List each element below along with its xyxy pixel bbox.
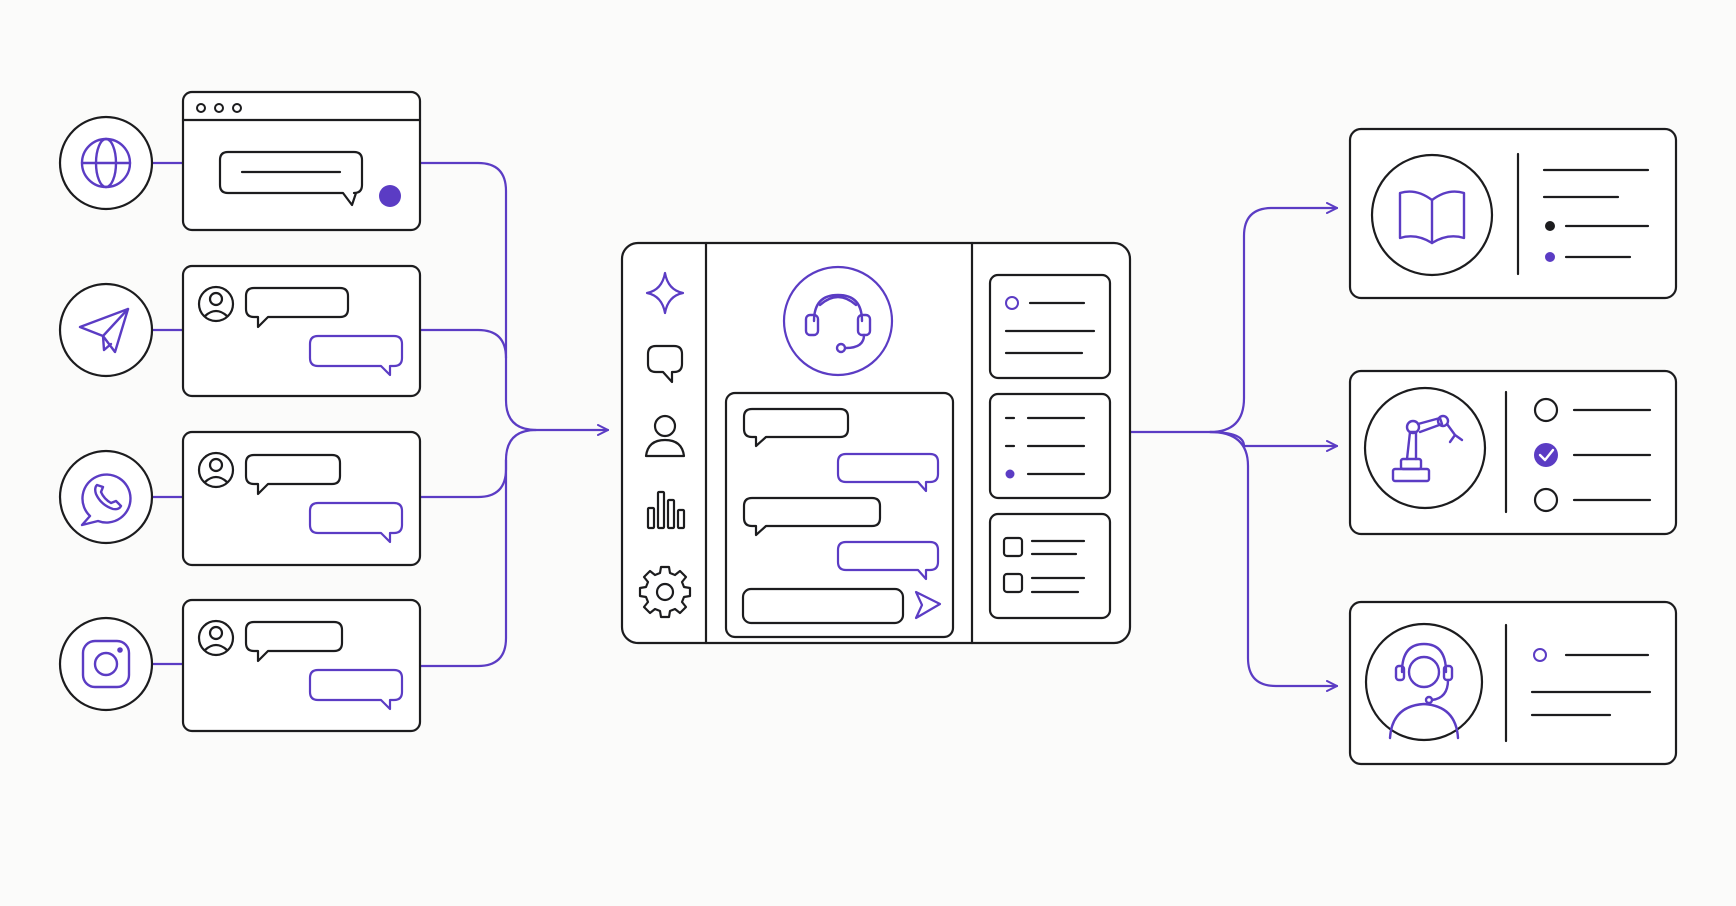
window-dot-icon [232,103,242,113]
send-icon[interactable] [914,590,942,620]
connector-web-to-hub [418,161,610,436]
bar-chart-icon[interactable] [646,490,686,530]
channel-icons [58,115,154,712]
whatsapp-phone-icon [80,473,132,527]
incoming-bubble-icon [244,620,344,663]
details-card-notes[interactable] [988,392,1112,500]
paper-plane-icon [78,307,130,354]
telegram-chat-card [181,264,422,398]
incoming-bubble-icon [244,453,342,496]
telegram-circle [58,282,154,378]
hub-conversation-panel [724,391,955,639]
incoming-bubble-icon [742,407,850,448]
human-agent-card [1348,600,1678,766]
incoming-bubble-icon [742,496,882,537]
connector-instagram-to-hub [418,458,508,668]
connector-hub-to-agent [1208,430,1339,692]
human-agent-icon [1388,642,1460,740]
bullet-dot-icon [1545,221,1555,231]
robot-arm-icon [1391,414,1464,483]
message-bubble-icon [218,150,364,207]
globe-channel [58,115,154,211]
avatar-icon [197,451,235,489]
checkbox-icon[interactable] [1002,572,1024,594]
connectors [151,161,1339,692]
whatsapp-circle [58,449,154,545]
open-book-icon [1398,190,1466,245]
window-dot-icon [214,103,224,113]
channel-cards [181,90,422,733]
globe-icon [80,137,132,189]
details-card-profile[interactable] [988,273,1112,380]
support-hub-window [620,241,1132,645]
avatar-icon [197,285,235,323]
whatsapp-channel [58,449,154,545]
gear-icon[interactable] [638,565,692,619]
outgoing-bubble-icon [836,452,940,493]
outgoing-bubble-icon [836,540,940,581]
chat-bubble-icon[interactable] [646,344,684,384]
chat-launcher-dot [379,185,401,207]
sparkle-icon[interactable] [645,271,685,315]
web-chat-window [181,90,422,232]
instagram-channel [58,616,154,712]
connector-hub-to-knowledge [1128,202,1339,434]
knowledge-base-card [1348,127,1678,300]
radio-empty-icon[interactable] [1533,397,1559,423]
connector-whatsapp-to-hub [418,428,538,499]
connector-telegram-to-hub [418,328,508,360]
status-dot-icon [1533,648,1547,662]
outgoing-bubble-icon [308,501,404,544]
output-cards [1348,127,1678,766]
telegram-channel [58,282,154,378]
checkbox-icon[interactable] [1002,536,1024,558]
details-card-checklist[interactable] [988,512,1112,620]
instagram-chat-card [181,598,422,733]
status-dot-icon [1005,296,1019,310]
hub-details-panel [988,273,1112,620]
hub-sidebar [638,271,692,619]
window-dot-icon [196,103,206,113]
headset-icon [804,293,872,354]
avatar-icon [197,619,235,657]
user-icon[interactable] [644,414,686,458]
outgoing-bubble-icon [308,334,404,377]
automation-card [1348,369,1678,536]
check-circle-icon[interactable] [1534,443,1558,467]
bullet-dot-icon [1545,252,1555,262]
message-input[interactable] [741,587,905,625]
incoming-bubble-icon [244,286,350,329]
whatsapp-chat-card [181,430,422,567]
hub-agent-avatar [782,265,894,377]
radio-empty-icon[interactable] [1533,487,1559,513]
outgoing-bubble-icon [308,668,404,711]
instagram-icon [81,639,131,689]
status-dot-icon [1005,469,1015,479]
instagram-circle [58,616,154,712]
